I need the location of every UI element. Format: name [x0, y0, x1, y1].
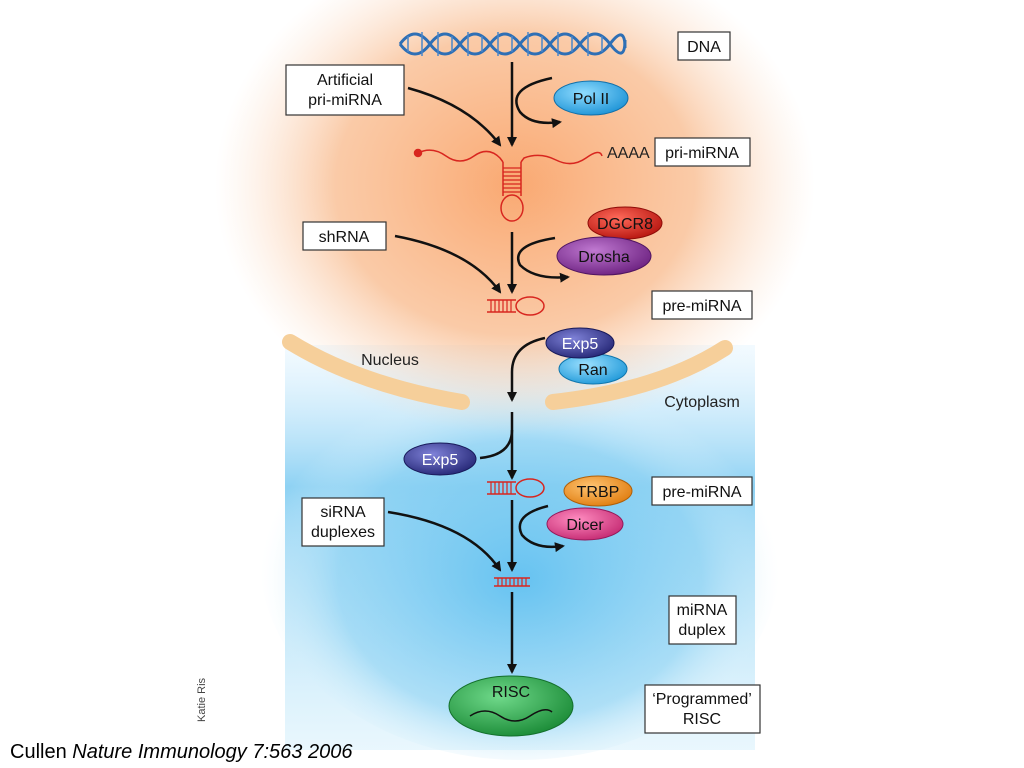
programmed-risc-line-2: RISC [683, 711, 721, 728]
dicer-protein: Dicer [546, 507, 624, 541]
shrna-box: shRNA [302, 221, 387, 251]
drosha-side-arrow [517, 236, 570, 283]
pre-mirna-hairpin-cytoplasmic [487, 478, 545, 498]
cytoplasm-glow [260, 360, 780, 760]
nuclear-envelope-left [282, 334, 470, 410]
pathway-arrows [387, 62, 570, 674]
risc-label: RISC [492, 684, 530, 701]
ran-label: Ran [578, 362, 607, 379]
pri-mirna-label: pri-miRNA [665, 145, 739, 162]
pol-ii-label: Pol II [573, 91, 609, 108]
pre-mirna-nuclear-label: pre-miRNA [662, 298, 741, 315]
pol-ii-protein: Pol II [553, 80, 629, 116]
trbp-protein: TRBP [563, 475, 633, 507]
drosha-label: Drosha [578, 249, 630, 266]
mirna-duplex-line-2: duplex [678, 622, 725, 639]
cytoplasm-label: Cytoplasm [664, 394, 740, 411]
artist-credit: Katie Ris [196, 677, 208, 722]
risc-bound-rna [469, 709, 553, 722]
ran-protein: Ran [558, 353, 628, 385]
pre-mirna-cytoplasmic-box: pre-miRNA [651, 476, 753, 506]
artificial-pri-mirna-box: Artificial pri-miRNA [285, 64, 405, 116]
sirna-duplexes-box: siRNA duplexes [301, 497, 385, 547]
dicer-side-arrow [518, 504, 565, 553]
pre-mirna-nuclear-box: pre-miRNA [651, 290, 753, 320]
nuclear-envelope-right [545, 340, 733, 410]
artificial-pri-mirna-line-2: pri-miRNA [308, 92, 382, 109]
programmed-risc-line-1: ‘Programmed’ [652, 691, 752, 708]
programmed-risc-box: ‘Programmed’ RISC [644, 684, 761, 734]
citation: Cullen Nature Immunology 7:563 2006 [10, 741, 352, 764]
pre-mirna-hairpin-nuclear [487, 296, 545, 316]
risc-complex: RISC [448, 675, 574, 737]
exp5-nuclear-protein: Exp5 [545, 327, 615, 359]
pri-mirna-box: pri-miRNA [654, 137, 751, 167]
mirna-duplex-box: miRNA duplex [668, 595, 737, 645]
dna-helix [398, 32, 627, 56]
dgcr8-protein: DGCR8 [587, 206, 663, 240]
exp5-cytoplasmic-label: Exp5 [422, 452, 459, 469]
citation-author: Cullen [10, 741, 73, 763]
trbp-label: TRBP [577, 484, 620, 501]
mirna-duplex-line-1: miRNA [677, 602, 728, 619]
exp5-nuclear-label: Exp5 [562, 336, 599, 353]
sirna-duplexes-line-1: siRNA [320, 504, 366, 521]
artificial-pri-mirna-line-1: Artificial [317, 72, 373, 89]
pol-ii-arrow [515, 76, 562, 129]
export-arrow [507, 336, 546, 402]
dicer-label: Dicer [566, 517, 604, 534]
shrna-label: shRNA [319, 229, 370, 246]
polya-tail-label: AAAA [607, 145, 650, 162]
shrna-arrow [394, 234, 502, 294]
sirna-arrow [387, 510, 502, 572]
dgcr8-label: DGCR8 [597, 216, 653, 233]
pri-mirna-transcript [413, 148, 603, 222]
drosha-protein: Drosha [556, 236, 652, 276]
citation-journal: Nature Immunology 7:563 2006 [72, 741, 353, 763]
dna-label-box: DNA [677, 31, 731, 61]
dna-label: DNA [687, 39, 721, 56]
artificial-pri-mirna-arrow [407, 86, 502, 147]
exp5-cytoplasmic-protein: Exp5 [403, 442, 477, 476]
pre-mirna-cytoplasmic-label: pre-miRNA [662, 484, 741, 501]
nucleus-label: Nucleus [361, 352, 419, 369]
mirna-duplex-shape [494, 577, 530, 587]
sirna-duplexes-line-2: duplexes [311, 524, 375, 541]
